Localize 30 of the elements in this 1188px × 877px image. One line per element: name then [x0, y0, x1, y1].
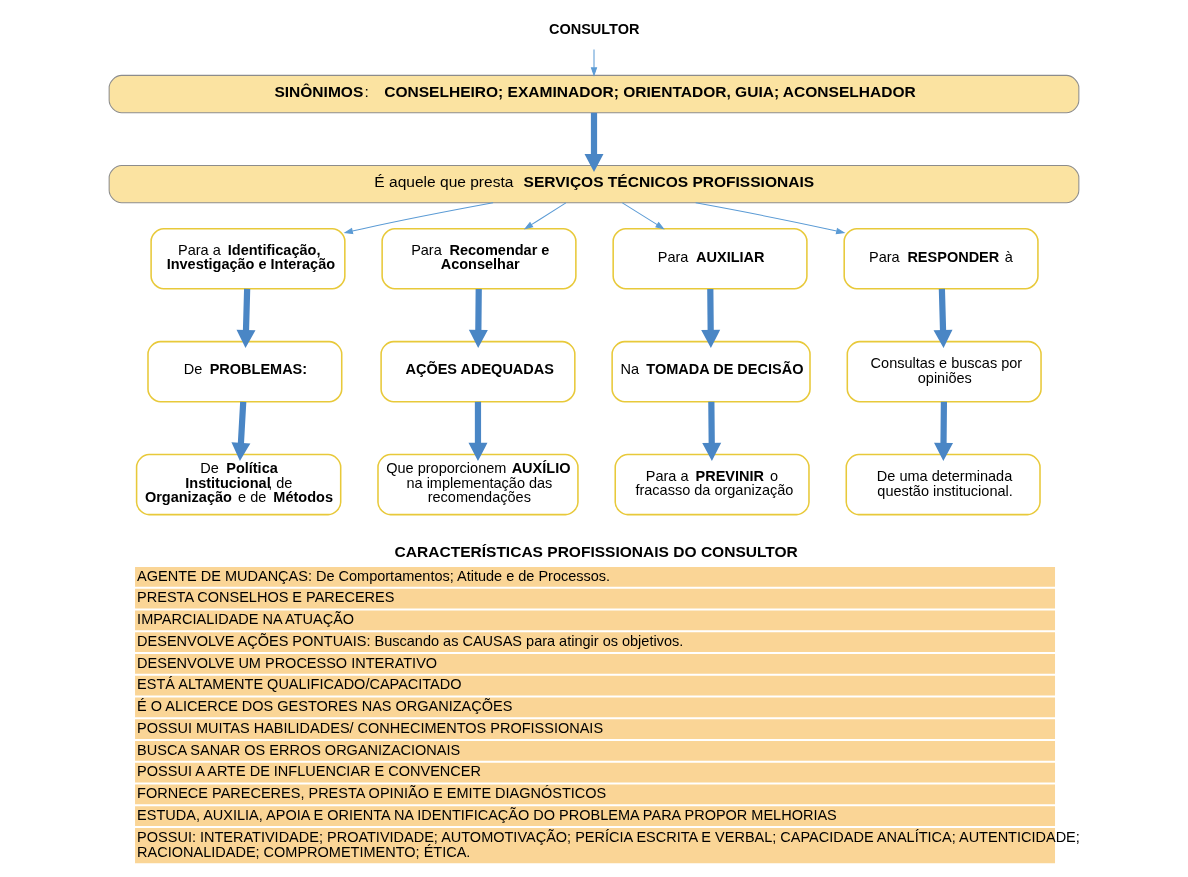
arrow — [523, 202, 567, 230]
arrow — [236, 288, 256, 348]
node-box: De Política Institucional, de Organização e de Métodos — [135, 453, 342, 516]
arrow — [621, 202, 665, 230]
node-box: AÇÕES ADEQUADAS — [380, 340, 576, 403]
arrow — [584, 112, 604, 172]
arrow — [231, 401, 251, 461]
node-box: Para RESPONDER à — [843, 227, 1039, 290]
node-box: De uma determinada questão institucional. — [845, 453, 1041, 516]
node-box: Para AUXILIAR — [612, 227, 808, 290]
node-box: De PROBLEMAS: — [147, 340, 343, 403]
arrow — [468, 401, 488, 461]
node-box: Para Recomendar e Aconselhar — [381, 227, 577, 290]
node-box: Na TOMADA DE DECISÃO — [611, 340, 811, 403]
arrow — [934, 401, 953, 461]
node-box: SINÔNIMOS: CONSELHEIRO; EXAMINADOR; ORIENTADOR, GUIA; ACONSELHADOR — [108, 74, 1080, 114]
arrow — [702, 401, 722, 461]
arrow — [343, 202, 494, 235]
node-box: Para a Identificação, Investigação e Interação — [150, 227, 346, 290]
node-text: CONSULTOR — [548, 20, 640, 37]
node-box: Que proporcionem AUXÍLIO na implementação das recomendações — [377, 453, 579, 516]
node-box: É aquele que presta SERVIÇOS TÉCNICOS PROFISSIONAIS — [108, 165, 1080, 204]
arrow — [701, 288, 721, 348]
arrow — [468, 288, 488, 348]
node-label: CARACTERÍSTICAS PROFISSIONAIS DO CONSULTOR — [394, 542, 798, 560]
arrow — [933, 288, 953, 348]
node-box: Consultas e buscas por opiniões — [846, 340, 1042, 403]
arrow — [590, 49, 598, 77]
node-box: Para a PREVINIR o fracasso da organização — [614, 453, 810, 516]
arrow — [695, 202, 846, 235]
